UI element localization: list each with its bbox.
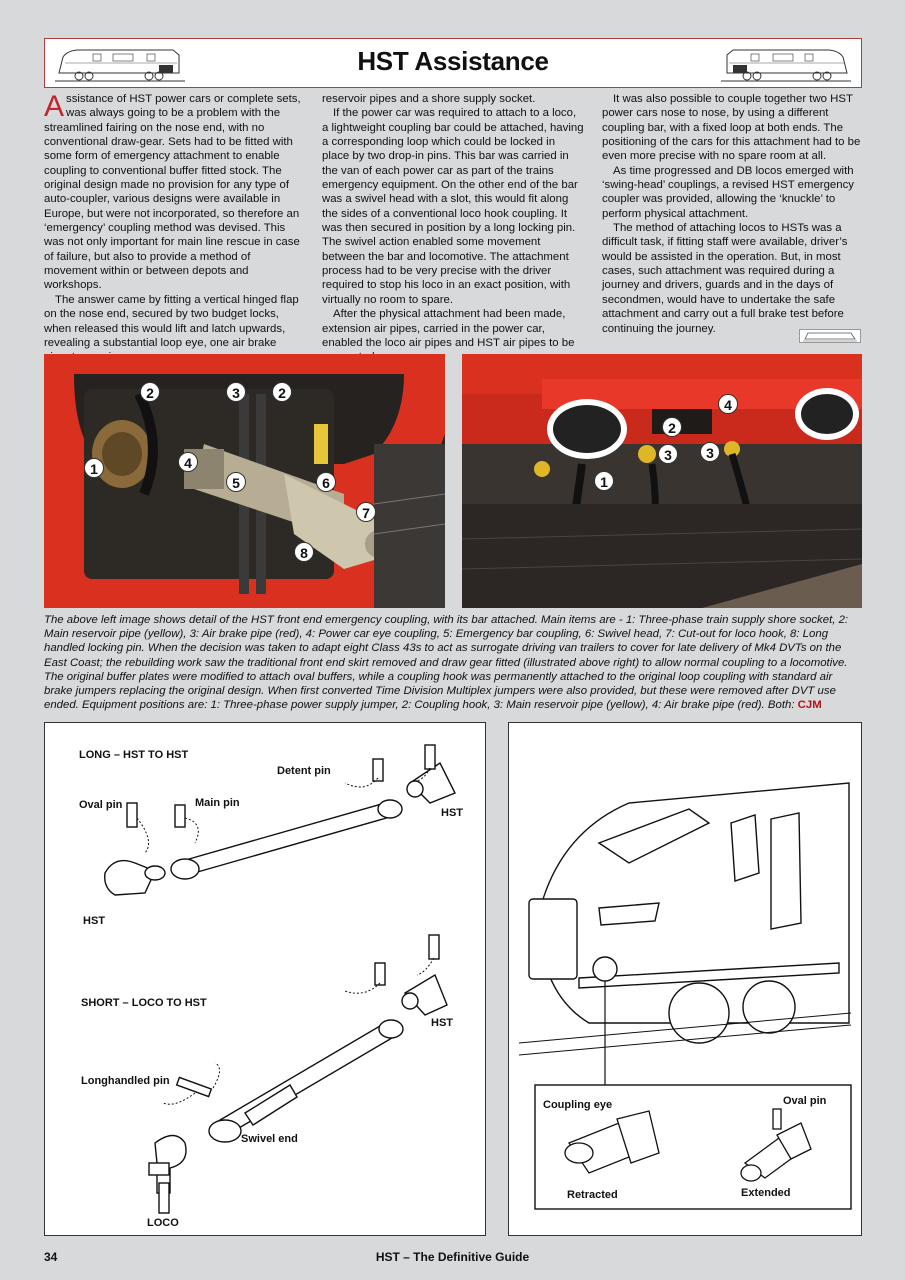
page-number: 34 bbox=[44, 1250, 58, 1264]
marker-4: 4 bbox=[178, 452, 198, 472]
hst-power-car-illustration-right bbox=[721, 49, 851, 82]
paragraph: It was also possible to couple together … bbox=[602, 93, 861, 163]
paragraph: If the power car was required to attach … bbox=[322, 107, 584, 306]
label-swivel-end: Swivel end bbox=[241, 1133, 298, 1145]
paragraph: The method of attaching locos to HSTs wa… bbox=[602, 222, 848, 335]
marker-7: 7 bbox=[356, 502, 376, 522]
paragraph: As time progressed and DB locos emerged … bbox=[602, 164, 854, 220]
coupling-bars-line-drawing bbox=[104, 744, 456, 1214]
label-short-loco-to-hst: SHORT – LOCO TO HST bbox=[81, 997, 207, 1009]
page-header: HST Assistance bbox=[44, 38, 862, 88]
marker-2: 2 bbox=[662, 417, 682, 437]
paragraph: The answer came by fitting a vertical hi… bbox=[44, 293, 299, 363]
end-mark-loco-icon bbox=[799, 329, 861, 343]
label-detent-pin: Detent pin bbox=[277, 765, 331, 777]
caption-text: The above left image shows detail of the… bbox=[44, 614, 849, 712]
marker-5: 5 bbox=[226, 472, 246, 492]
photo-converted-power-car-drawgear: 1 2 3 3 4 bbox=[462, 354, 862, 608]
photo-converted-power-car-drawgear-image bbox=[462, 354, 862, 608]
drop-cap: A bbox=[44, 90, 65, 123]
label-hst-left: HST bbox=[83, 915, 105, 927]
marker-3: 3 bbox=[226, 382, 246, 402]
label-oval-pin: Oval pin bbox=[79, 799, 123, 811]
marker-2: 2 bbox=[272, 382, 292, 402]
marker-2: 2 bbox=[140, 382, 160, 402]
marker-8: 8 bbox=[294, 542, 314, 562]
power-car-nose-line-drawing bbox=[518, 782, 852, 1210]
label-retracted: Retracted bbox=[567, 1189, 618, 1201]
marker-3: 3 bbox=[700, 442, 720, 462]
photo-hst-front-coupling: 2 3 2 1 4 5 6 7 8 bbox=[44, 354, 445, 608]
paragraph: reservoir pipes and a shore supply socke… bbox=[322, 93, 536, 105]
label-hst-top: HST bbox=[441, 807, 463, 819]
marker-3: 3 bbox=[658, 444, 678, 464]
photo-credit: CJM bbox=[797, 699, 822, 712]
label-longhandled-pin: Longhandled pin bbox=[81, 1075, 170, 1087]
marker-1: 1 bbox=[594, 471, 614, 491]
diagram-coupling-bars: LONG – HST TO HST Detent pin Oval pin Ma… bbox=[44, 722, 486, 1236]
hst-power-car-illustration-left bbox=[55, 49, 185, 82]
column-3: It was also possible to couple together … bbox=[602, 92, 862, 336]
label-loco: LOCO bbox=[147, 1217, 179, 1229]
column-2: reservoir pipes and a shore supply socke… bbox=[322, 92, 584, 365]
label-long-hst-to-hst: LONG – HST TO HST bbox=[79, 749, 189, 761]
paragraph: After the physical attachment had been m… bbox=[322, 308, 575, 363]
paragraph-text: ssistance of HST power cars or complete … bbox=[44, 93, 301, 292]
label-hst-mid: HST bbox=[431, 1017, 453, 1029]
running-footer-title: HST – The Definitive Guide bbox=[375, 1250, 530, 1264]
page-title: HST Assistance bbox=[357, 46, 549, 76]
marker-4: 4 bbox=[718, 394, 738, 414]
label-coupling-eye: Coupling eye bbox=[543, 1099, 613, 1111]
label-extended: Extended bbox=[741, 1187, 791, 1199]
marker-1: 1 bbox=[84, 458, 104, 478]
photo-caption: The above left image shows detail of the… bbox=[44, 613, 862, 712]
label-oval-pin: Oval pin bbox=[783, 1095, 827, 1107]
label-main-pin: Main pin bbox=[195, 797, 240, 809]
marker-6: 6 bbox=[316, 472, 336, 492]
diagram-power-car-nose: Coupling eye Oval pin Retracted Extended bbox=[508, 722, 862, 1236]
